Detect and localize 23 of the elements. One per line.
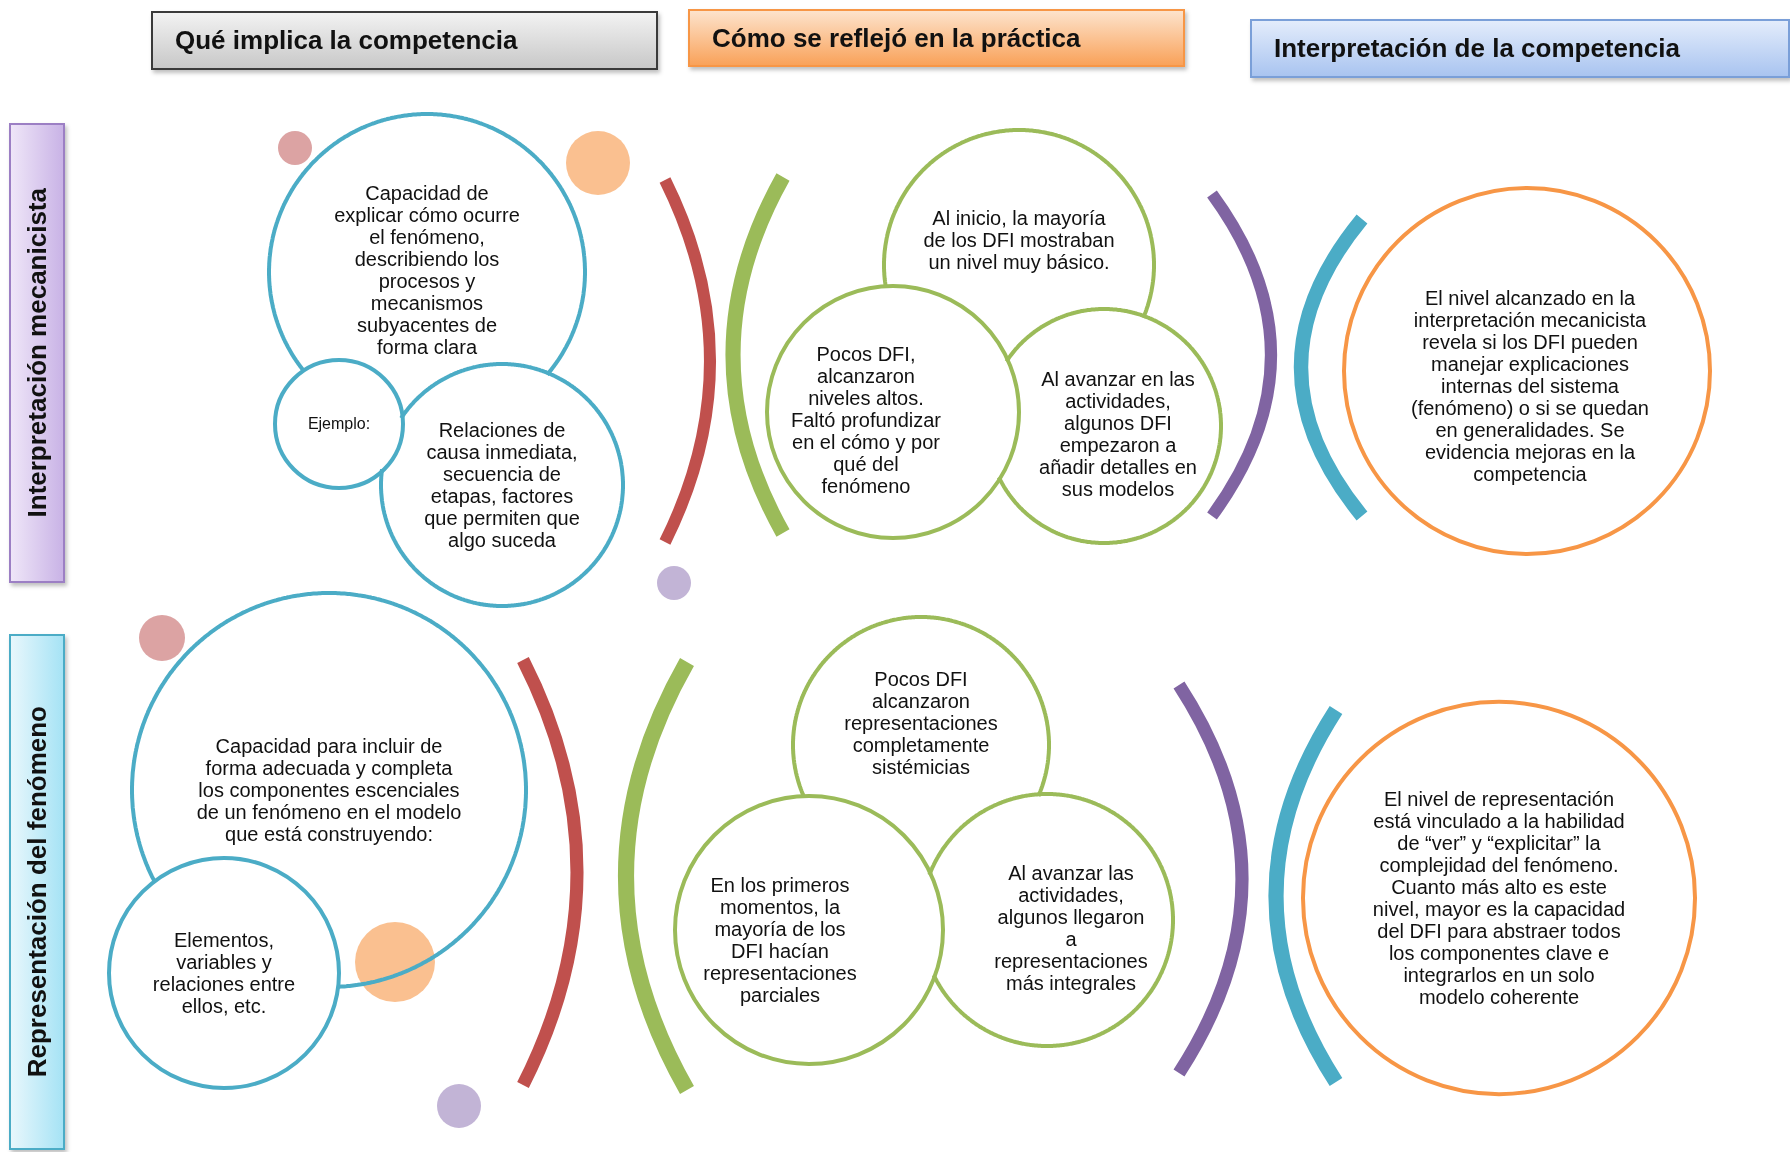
circle-text: Pocos DFI, alcanzaron niveles altos. Faltó profundizar en el cómo y por qué del fenómeno	[787, 343, 945, 497]
header-box	[151, 11, 658, 70]
circle-text: Capacidad para incluir de forma adecuada y completa los componentes escenciales de un fenómeno en el modelo que está construyendo:	[196, 735, 462, 845]
circle-text: El nivel de representación está vinculado a la habilidad de “ver” y “explicitar” la complejidad del fenómeno. Cuanto más alto es este nivel, mayor es la capacidad del DFI para abstraer todos los componentes clave e integrarlos en un solo modelo coherente	[1371, 788, 1627, 1008]
circle-text: Al avanzar las actividades, algunos llegaron a representaciones más integrales	[991, 862, 1151, 994]
header-box	[1250, 19, 1790, 78]
header-box	[688, 9, 1185, 67]
circle-text: Capacidad de explicar cómo ocurre el fenómeno, describiendo los procesos y mecanismos subyacentes de forma clara	[329, 182, 525, 358]
circle-text: Pocos DFI alcanzaron representaciones completamente sistémicias	[838, 668, 1004, 778]
circle-text: El nivel alcanzado en la interpretación mecanicista revela si los DFI pueden manejar explicaciones internas del sistema (fenómeno) o si se quedan en generalidades. Se evidencia mejoras en la competencia	[1407, 287, 1653, 485]
circle-text: Relaciones de causa inmediata, secuencia de etapas, factores que permiten que algo suceda	[422, 419, 582, 551]
header-text: Cómo se reflejó en la práctica	[712, 22, 1081, 54]
circle-text: En los primeros momentos, la mayoría de los DFI hacían representaciones parciales	[702, 874, 858, 1006]
header-text: Qué implica la competencia	[175, 25, 518, 56]
row-label-text: Interpretación mecanicista	[21, 188, 53, 518]
row-label-band	[9, 634, 65, 1150]
circle-text: Ejemplo:	[289, 413, 389, 435]
circle-text: Al inicio, la mayoría de los DFI mostraban un nivel muy básico.	[923, 207, 1115, 273]
circle-text: Elementos, variables y relaciones entre ellos, etc.	[150, 929, 298, 1017]
circle-text: Al avanzar en las actividades, algunos DFI empezaron a añadir detalles en sus modelos	[1035, 368, 1201, 500]
row-label-band	[9, 123, 65, 583]
row-label-text: Representación del fenómeno	[21, 706, 53, 1078]
header-text: Interpretación de la competencia	[1274, 33, 1680, 64]
